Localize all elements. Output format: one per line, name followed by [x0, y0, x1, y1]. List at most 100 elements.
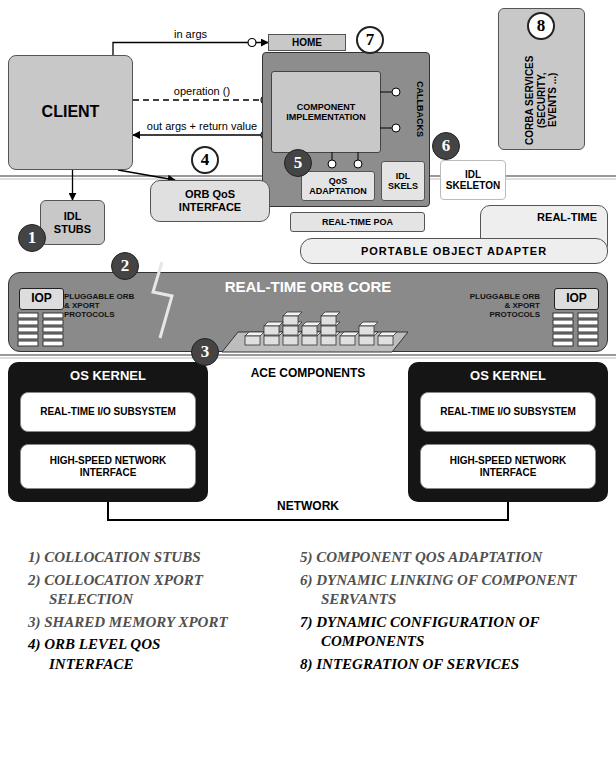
ace-block — [264, 326, 279, 335]
stack-layer — [553, 327, 573, 332]
node-label: QoS ADAPTATION — [304, 176, 372, 197]
node-label: OS KERNEL — [470, 369, 546, 384]
ace-block — [245, 336, 260, 345]
node-label: CORBA SERVICES (SECURITY, EVENTS ...) — [524, 55, 559, 145]
connector-line — [113, 43, 268, 56]
connector — [113, 39, 268, 56]
legend-item: 3) SHARED MEMORY XPORT — [28, 613, 246, 633]
node-label: REAL-TIME I/O SUBSYSTEM — [440, 406, 576, 418]
network-interface-box: HIGH-SPEED NETWORK INTERFACE — [20, 444, 196, 489]
ace-block-top — [359, 332, 378, 336]
ace-block-top — [321, 332, 340, 336]
stack-layer — [18, 341, 38, 346]
node-label: HIGH-SPEED NETWORK INTERFACE — [423, 455, 593, 478]
edge-label: in args — [172, 28, 209, 40]
connector — [118, 170, 175, 180]
stack-layer — [18, 327, 38, 332]
ace-block — [302, 326, 317, 335]
stack-layer — [43, 334, 63, 339]
ace-platform — [222, 332, 408, 352]
callout-number: 6 — [432, 132, 460, 160]
legend-item: 8) INTEGRATION OF SERVICES — [300, 655, 582, 675]
client-box: CLIENT — [8, 55, 133, 170]
io-subsystem-box: REAL-TIME I/O SUBSYSTEM — [20, 392, 196, 432]
stack-layer — [18, 320, 38, 325]
node-label: IOP — [566, 292, 587, 306]
node-label: IDL SKELETON — [443, 169, 503, 192]
adapter-band: PORTABLE OBJECT ADAPTER — [300, 238, 608, 264]
ace-block — [264, 336, 279, 345]
ace-block-top — [264, 332, 283, 336]
ace-block — [340, 336, 355, 345]
component-container: CALLBACKS COMPONENT IMPLEMENTATION QoS ADA… — [262, 52, 430, 207]
node-label: IOP — [31, 292, 52, 306]
stack-layer — [553, 320, 573, 325]
os-kernel-box: OS KERNELREAL-TIME I/O SUBSYSTEMHIGH-SPE… — [8, 362, 208, 502]
connector-line — [118, 170, 175, 180]
legend-item: 2) COLLOCATION XPORT SELECTION — [28, 571, 246, 610]
ace-block-top — [283, 322, 302, 326]
ace-block — [359, 336, 374, 345]
ace-block-top — [283, 332, 302, 336]
stack-layer — [18, 334, 38, 339]
node-label: PORTABLE OBJECT ADAPTER — [361, 245, 547, 258]
stack-layer — [43, 320, 63, 325]
ace-block — [321, 326, 336, 335]
network-label: NETWORK — [274, 499, 342, 513]
stack-layer — [43, 313, 63, 318]
callout-number: 8 — [527, 12, 555, 40]
ace-block — [283, 326, 298, 335]
protocol-label: PLUGGABLE ORB & XPORT PROTOCOLS — [466, 292, 540, 320]
callout-number: 1 — [18, 224, 46, 252]
legend-item: 4) ORB LEVEL QOS INTERFACE — [28, 635, 246, 674]
legend-item: 7) DYNAMIC CONFIGURATION OF COMPONENTS — [300, 613, 582, 652]
ace-block-top — [378, 332, 397, 336]
connector — [72, 170, 73, 200]
connector — [133, 131, 271, 139]
ace-block — [283, 316, 298, 325]
ace-block — [302, 336, 317, 345]
ace-block-top — [359, 322, 378, 326]
qos-adaptation-box: QoS ADAPTATION — [301, 171, 375, 201]
io-subsystem-box: REAL-TIME I/O SUBSYSTEM — [420, 392, 596, 432]
interface-lollipop — [248, 39, 256, 47]
node-label: REAL-TIME I/O SUBSYSTEM — [40, 406, 176, 418]
node-label: REAL-TIME POA — [322, 217, 393, 227]
home-box: HOME — [268, 34, 346, 51]
node-label: REAL-TIME — [537, 211, 597, 224]
legend-column: 1) COLLOCATION STUBS 2) COLLOCATION XPORT… — [28, 548, 246, 677]
connector-line — [133, 134, 271, 135]
edge-label: out args + return value — [145, 120, 259, 132]
legend-item: 5) COMPONENT QOS ADAPTATION — [300, 548, 582, 568]
component-box: COMPONENT IMPLEMENTATION — [271, 71, 381, 153]
stack-layer — [578, 334, 598, 339]
ace-block-top — [340, 332, 359, 336]
node-label: IDL SKELS — [384, 171, 422, 192]
boundary-zigzag — [153, 262, 172, 338]
node-label: REAL-TIME ORB CORE — [225, 278, 392, 295]
node-label: HOME — [292, 37, 322, 49]
poa-box: REAL-TIME POA — [290, 212, 425, 232]
skeleton-box: IDL SKELETON — [440, 160, 506, 200]
legend-item: 6) DYNAMIC LINKING OF COMPONENT SERVANTS — [300, 571, 582, 610]
stack-layer — [553, 341, 573, 346]
ace-block-top — [302, 322, 321, 326]
stack-layer — [578, 341, 598, 346]
stack-layer — [43, 341, 63, 346]
qos-interface-box: ORB QoS INTERFACE — [150, 180, 270, 222]
node-label: CALLBACKS — [415, 81, 425, 137]
legend-item: 1) COLLOCATION STUBS — [28, 548, 246, 568]
node-label: ORB QoS INTERFACE — [154, 188, 266, 213]
component-label: ACE COMPONENTS — [251, 366, 366, 380]
stack-layer — [553, 334, 573, 339]
layer-separator — [0, 358, 616, 359]
ace-block — [321, 316, 336, 325]
ace-block — [321, 336, 336, 345]
connector-line — [72, 170, 73, 200]
iop-box: IOP — [19, 288, 64, 310]
stack-layer — [553, 313, 573, 318]
ace-block-top — [264, 322, 283, 326]
connector-line — [133, 99, 271, 100]
callout-number: 4 — [191, 146, 219, 174]
